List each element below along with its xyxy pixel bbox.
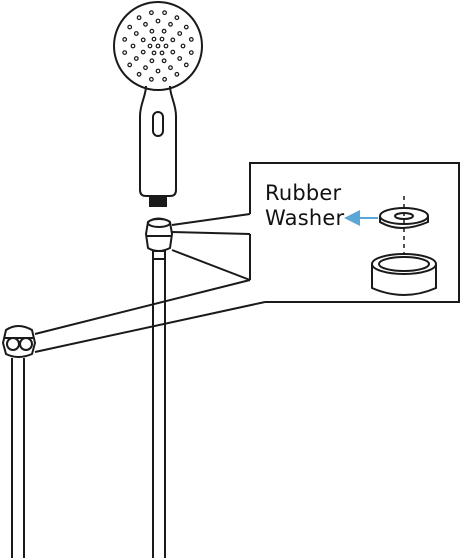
nozzle-dot bbox=[143, 21, 148, 27]
hose bbox=[152, 258, 166, 558]
washer-label-line-1: Rubber bbox=[265, 181, 342, 205]
nozzle-dot bbox=[127, 24, 133, 30]
handle-thread bbox=[149, 195, 167, 207]
rubber-washer-detail bbox=[371, 196, 437, 296]
nozzle-dot bbox=[188, 37, 194, 42]
nozzle-dot bbox=[180, 43, 186, 49]
nozzle-dot bbox=[136, 71, 142, 77]
nozzle-dot bbox=[148, 76, 154, 82]
nozzle-dot bbox=[140, 37, 146, 43]
washer-label-line-2: Washer bbox=[265, 206, 345, 230]
nozzle-dot bbox=[149, 28, 155, 34]
nozzle-dot bbox=[151, 50, 157, 56]
nozzle-dot bbox=[162, 10, 168, 16]
nozzle-dot bbox=[161, 28, 167, 34]
nozzle-dot bbox=[155, 18, 161, 24]
nozzle-dot bbox=[174, 15, 180, 21]
nozzle-dot bbox=[147, 43, 153, 49]
nozzle-dot bbox=[170, 49, 176, 55]
nozzle-dot bbox=[127, 62, 133, 68]
hand-shower bbox=[113, 1, 203, 207]
nozzle-dot bbox=[151, 36, 157, 42]
callout-frame bbox=[34, 162, 460, 353]
nozzle-dot bbox=[136, 15, 142, 21]
nozzle-dot bbox=[177, 56, 183, 61]
nozzle-dot bbox=[170, 37, 176, 43]
shower-head bbox=[113, 1, 203, 91]
nozzle-dot bbox=[177, 31, 183, 36]
nozzle-dot bbox=[183, 62, 189, 68]
nozzle-dot bbox=[159, 36, 165, 42]
nozzle-dot bbox=[159, 50, 165, 56]
wall-pipe bbox=[11, 358, 25, 558]
wall-connector bbox=[1, 325, 37, 358]
nozzle-dot bbox=[149, 58, 155, 64]
nozzle-dot bbox=[188, 50, 194, 55]
nozzle-dot bbox=[161, 58, 167, 64]
nozzle-dot bbox=[163, 43, 169, 49]
nozzle-dot bbox=[155, 43, 161, 49]
handle-button-icon bbox=[152, 111, 164, 137]
nozzle-dot bbox=[155, 68, 161, 74]
shower-handle bbox=[139, 85, 177, 197]
nozzle-dot bbox=[140, 49, 146, 55]
nozzle-dot bbox=[183, 24, 189, 30]
nozzle-dot bbox=[130, 43, 136, 49]
nozzle-dot bbox=[133, 31, 139, 36]
shower-nozzles bbox=[122, 10, 194, 82]
nozzle-dot bbox=[133, 56, 139, 61]
nozzle-dot bbox=[162, 76, 168, 82]
nozzle-dot bbox=[122, 37, 128, 42]
nozzle-dot bbox=[143, 65, 148, 71]
nozzle-dot bbox=[168, 65, 173, 71]
nozzle-dot bbox=[122, 50, 128, 55]
nozzle-dot bbox=[148, 10, 154, 16]
hose-nut bbox=[144, 217, 174, 260]
nozzle-dot bbox=[174, 71, 180, 77]
nozzle-dot bbox=[168, 21, 173, 27]
